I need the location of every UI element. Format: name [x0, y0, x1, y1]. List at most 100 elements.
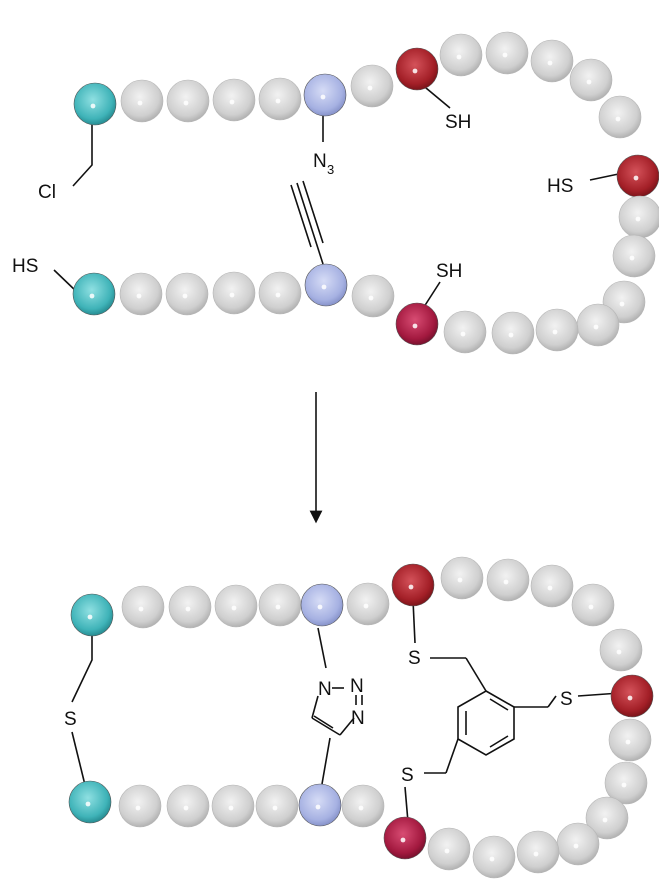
- product-bead-highlight: [315, 804, 321, 810]
- thiol-label-left: HS: [12, 256, 38, 277]
- reactant-bead-default: [612, 234, 656, 278]
- triazole-n3-label: N: [351, 708, 365, 729]
- reactant-bead-highlight: [508, 332, 514, 338]
- reactant-bead-highlight: [619, 301, 625, 307]
- reactant-bead-highlight: [136, 293, 142, 299]
- product-bead-highlight: [183, 805, 189, 811]
- reactant-bead-highlight: [89, 293, 95, 299]
- product-bead-highlight: [444, 848, 450, 854]
- reactant-panel: Cl N 3 SH HS HS SH: [12, 31, 659, 355]
- product-bead-default: [571, 583, 615, 627]
- reactant-bead-highlight: [90, 103, 96, 109]
- product-bead-highlight: [275, 604, 281, 610]
- reactant-bead-default: [351, 274, 395, 318]
- product-bead-highlight: [138, 606, 144, 612]
- product-bead-default: [427, 827, 471, 871]
- product-bead-cyan: [68, 780, 112, 824]
- reactant-bead-highlight: [502, 52, 508, 58]
- product-bead-highlight: [317, 604, 323, 610]
- azide-label: N: [313, 151, 327, 172]
- reactant-bead-default: [576, 303, 620, 347]
- triazole-ring: [311, 687, 363, 736]
- sulfide-label-top: S: [408, 648, 421, 669]
- reactant-bead-highlight: [275, 98, 281, 104]
- product-bead-default: [211, 784, 255, 828]
- reactant-bead-highlight: [137, 100, 143, 106]
- reactant-bead-highlight: [615, 116, 621, 122]
- product-bead-highlight: [272, 805, 278, 811]
- product-bead-default: [599, 628, 643, 672]
- reactant-bead-default: [443, 310, 487, 354]
- product-bead-highlight: [616, 649, 622, 655]
- cl-linker-bond: [72, 125, 93, 187]
- product-bead-highlight: [135, 805, 141, 811]
- product-bead-red: [391, 563, 435, 607]
- product-bead-highlight: [625, 739, 631, 745]
- product-bead-highlight: [228, 805, 234, 811]
- reactant-bead-highlight: [275, 292, 281, 298]
- reactant-bead-default: [212, 271, 256, 315]
- product-bead-default: [604, 761, 648, 805]
- reactant-bead-highlight: [635, 216, 641, 222]
- product-bead-highlight: [573, 843, 579, 849]
- reactant-bead-highlight: [182, 293, 188, 299]
- reactant-bead-blue: [303, 73, 347, 117]
- thiol-label-right: HS: [547, 176, 573, 197]
- reactant-bead-default: [535, 308, 579, 352]
- reactant-bead-red: [616, 154, 659, 198]
- left-bridge-lower-bond: [71, 731, 86, 786]
- reactant-bead-highlight: [412, 323, 418, 329]
- reactant-bead-default: [119, 272, 163, 316]
- reactant-bead-highlight: [456, 54, 462, 60]
- product-bead-blue: [298, 783, 342, 827]
- triazole-n1-label: N: [318, 679, 332, 700]
- product-bead-cyan: [70, 593, 114, 637]
- product-bead-default: [440, 556, 484, 600]
- reactant-bead-cyan: [72, 272, 116, 316]
- product-bead-highlight: [400, 837, 406, 843]
- azide-subscript: 3: [327, 162, 334, 177]
- reactant-bead-highlight: [633, 175, 639, 181]
- product-bead-highlight: [231, 605, 237, 611]
- product-bead-highlight: [627, 695, 633, 701]
- product-bead-default: [530, 564, 574, 608]
- reactant-bead-default: [569, 58, 613, 102]
- s-bottom-bond: [404, 786, 409, 823]
- reactant-bead-highlight: [229, 99, 235, 105]
- product-bead-default: [166, 784, 210, 828]
- reactant-bead-highlight: [367, 85, 373, 91]
- thiol-label-top: SH: [445, 112, 471, 133]
- product-bead-highlight: [602, 817, 608, 823]
- product-bead-default: [556, 822, 600, 866]
- reactant-bead-default: [350, 64, 394, 108]
- product-bead-default: [121, 585, 165, 629]
- product-bead-highlight: [185, 606, 191, 612]
- sulfide-label-left: S: [64, 709, 77, 730]
- product-bead-default: [486, 558, 530, 602]
- reactant-bead-highlight: [586, 79, 592, 85]
- product-bonds: [71, 599, 621, 823]
- sulfide-label-right: S: [560, 689, 573, 710]
- product-bead-highlight: [358, 805, 364, 811]
- reactant-bead-highlight: [368, 295, 374, 301]
- product-bead-highlight: [621, 782, 627, 788]
- product-bead-blue: [300, 583, 344, 627]
- left-bridge-upper-bond: [71, 635, 93, 703]
- reactant-bead-default: [165, 272, 209, 316]
- reactant-bead-blue: [304, 263, 348, 307]
- alkyne-bond: [290, 180, 324, 265]
- reactant-bead-default: [212, 78, 256, 122]
- product-bead-default: [472, 835, 516, 879]
- reactant-bead-highlight: [629, 255, 635, 261]
- product-bead-highlight: [503, 579, 509, 585]
- reactant-bead-default: [258, 271, 302, 315]
- triazole-upper-link: [317, 627, 327, 669]
- product-bead-default: [118, 784, 162, 828]
- product-bead-default: [346, 582, 390, 626]
- reactant-bead-default: [491, 311, 535, 355]
- product-bead-highlight: [85, 801, 91, 807]
- product-bead-default: [214, 584, 258, 628]
- reactant-bead-crimson: [395, 302, 439, 346]
- product-bead-default: [608, 718, 652, 762]
